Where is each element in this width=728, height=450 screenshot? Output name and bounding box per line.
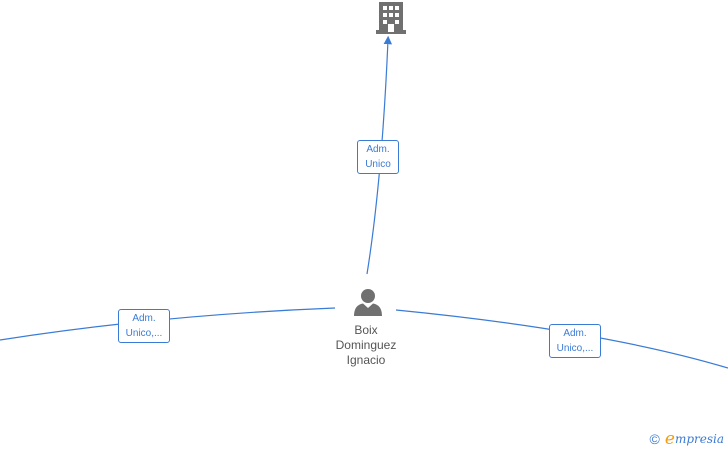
- edge-label-line: Adm.: [563, 328, 587, 339]
- person-name-line: Dominguez: [335, 338, 397, 352]
- building-icon[interactable]: [376, 2, 406, 34]
- person-name-line: Boix: [354, 323, 378, 337]
- copyright-symbol: ©: [649, 431, 660, 447]
- edge-label-line: Unico,...: [125, 328, 163, 339]
- edge-label-to-company[interactable]: Adm. Unico: [357, 140, 399, 174]
- edge-label-line: Unico: [365, 159, 391, 170]
- person-name[interactable]: Boix Dominguez Ignacio: [316, 323, 416, 368]
- person-name-line: Ignacio: [346, 353, 386, 367]
- brand-logo-e: e: [664, 429, 675, 449]
- edge-label-line: Unico,...: [556, 343, 594, 354]
- edge-label-to-left[interactable]: Adm. Unico,...: [118, 309, 170, 343]
- person-icon[interactable]: [354, 289, 382, 316]
- edge-label-line: Adm.: [132, 313, 156, 324]
- brand-logo-text: mpresia: [674, 432, 724, 446]
- edge-label-to-right[interactable]: Adm. Unico,...: [549, 324, 601, 358]
- edge-label-line: Adm.: [366, 144, 390, 155]
